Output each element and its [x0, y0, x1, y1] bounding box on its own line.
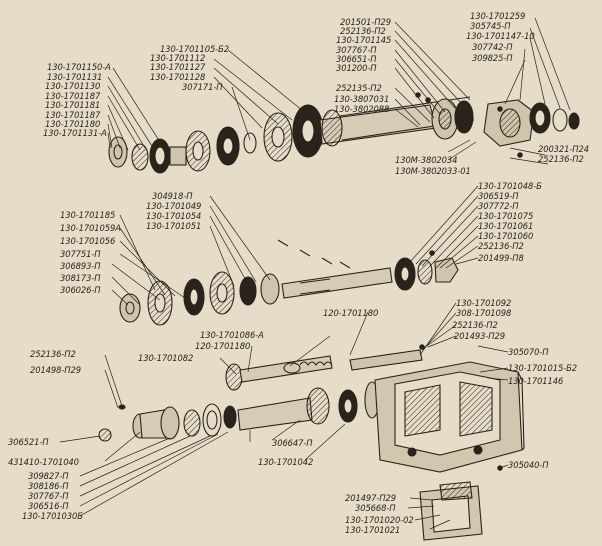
label-mc-3: 130-1701051 — [146, 221, 202, 231]
label-mc-1: 130-1701049 — [146, 201, 202, 211]
label-brs-0: 305070-П — [508, 347, 549, 357]
label-tl-3: 130-1701187 — [45, 91, 101, 101]
label-br-3: 201493-П29 — [454, 331, 505, 341]
label-tm-1: 130-1701112 — [150, 53, 206, 63]
label-ml-4: 306893-П — [60, 261, 101, 271]
reverse-assembly — [225, 349, 423, 391]
label-tc-5: 301200-П — [336, 63, 377, 73]
label-mr-6: 252136-П2 — [478, 241, 524, 251]
label-mc-0: 304918-П — [152, 191, 193, 201]
leader-lines — [59, 17, 571, 530]
label-mr-0: 130-1701048-Б — [478, 181, 542, 191]
label-bll-0: 306521-П — [8, 437, 49, 447]
label-tc-6: 252135-П2 — [336, 83, 382, 93]
label-brs-2: 130-1701146 — [508, 376, 564, 386]
label-tm-3: 130-1701128 — [150, 72, 206, 82]
primary-shaft-assembly — [98, 381, 380, 442]
label-tb-1: 130М-3802033-01 — [395, 166, 471, 176]
label-trl-1: 252136-П2 — [538, 154, 584, 164]
label-cover-1: 305668-П — [355, 503, 396, 513]
label-br-2: 252136-П2 — [452, 320, 498, 330]
label-mr-7: 201499-П8 — [478, 253, 524, 263]
label-tl-2: 130-1701130 — [45, 81, 101, 91]
label-ml-5: 308173-П — [60, 273, 101, 283]
label-bll-1: 431410-1701040 — [8, 457, 79, 467]
label-br-0: 130-1701092 — [456, 298, 512, 308]
label-ml-1: 130-1701059А — [60, 223, 121, 233]
label-tl-1: 130-1701131 — [47, 72, 103, 82]
label-tc-8: 130-3802088 — [334, 104, 390, 114]
label-cover-0: 201497-П29 — [345, 493, 396, 503]
label-cover-2: 130-1701020-02 — [345, 515, 414, 525]
label-bll-3: 308186-П — [28, 481, 69, 491]
label-mr-4: 130-1701061 — [478, 221, 534, 231]
cover-plates — [419, 481, 483, 541]
label-ml-3: 307751-П — [60, 249, 101, 259]
label-bc-0: 130-1701086-А — [200, 330, 264, 340]
label-bottom-far-right: 305040-П — [508, 460, 549, 470]
label-tr-2: 130-1701147-10 — [466, 31, 535, 41]
label-mr-5: 130-1701060 — [478, 231, 534, 241]
label-bc-1: 120-1701180 — [195, 341, 251, 351]
label-tl-7: 130-1701131-A — [43, 128, 107, 138]
label-tm-4: 307171-П — [182, 82, 223, 92]
label-bml-1: 130-1701042 — [258, 457, 314, 467]
label-mr-3: 130-1701075 — [478, 211, 534, 221]
label-tc-4: 306651-П — [336, 54, 377, 64]
label-tc-7: 130-3807031 — [334, 94, 390, 104]
label-bl-0: 252136-П2 — [30, 349, 76, 359]
label-tr-3: 307742-П — [472, 42, 513, 52]
label-bml-0: 306647-П — [272, 438, 313, 448]
label-tr-1: 305745-П — [470, 21, 511, 31]
label-ml-6: 306026-П — [60, 285, 101, 295]
label-tl-0: 130-1701150-A — [47, 62, 111, 72]
label-tl-6: 130-1701180 — [45, 119, 101, 129]
label-bc-2: 130-1701082 — [138, 353, 194, 363]
label-tr-0: 130-1701259 — [470, 11, 526, 21]
label-ml-2: 130-1701056 — [60, 236, 116, 246]
label-bll-2: 309827-П — [28, 471, 69, 481]
label-tc-2: 130-1701145 — [336, 35, 392, 45]
label-mr-1: 306519-П — [478, 191, 519, 201]
label-tc-0: 201501-П29 — [340, 17, 391, 27]
label-tb-0: 130М-3802034 — [395, 155, 458, 165]
label-bll-6: 130-1701030Б — [22, 511, 83, 521]
label-mid-bottom: 120-1701180 — [323, 308, 379, 318]
gearbox-housing — [374, 361, 525, 473]
label-bll-5: 306516-П — [28, 501, 69, 511]
label-tm-2: 130-1701127 — [150, 62, 206, 72]
label-ml-0: 130-1701185 — [60, 210, 116, 220]
label-tl-4: 130-1701181 — [45, 100, 101, 110]
label-brs-1: 130-1701015-Б2 — [508, 363, 578, 373]
label-cover-3: 130-1701021 — [345, 525, 401, 535]
label-tr-4: 309825-П — [472, 53, 513, 63]
label-br-1: 308-1701098 — [456, 308, 512, 318]
top-shaft-assembly — [108, 96, 580, 174]
label-tm-0: 130-1701105-Б2 — [160, 44, 230, 54]
label-tc-3: 307767-П — [336, 45, 377, 55]
label-mr-2: 307772-П — [478, 201, 519, 211]
label-tc-1: 252136-П2 — [340, 26, 386, 36]
label-bl-1: 201498-П29 — [30, 365, 81, 375]
label-mc-2: 130-1701054 — [146, 211, 202, 221]
label-bll-4: 307767-П — [28, 491, 69, 501]
label-tl-5: 130-1701187 — [45, 110, 101, 120]
label-trl-0: 200321-П24 — [538, 144, 589, 154]
